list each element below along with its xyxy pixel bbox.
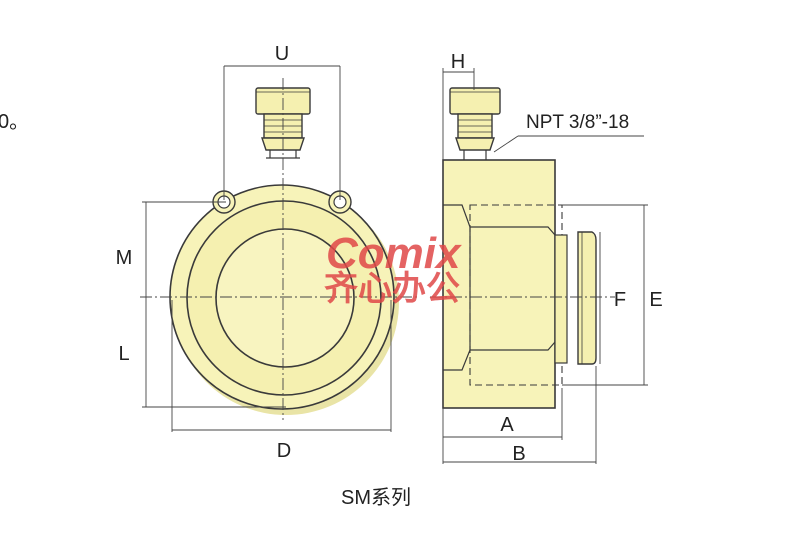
saddle-plate (577, 231, 597, 365)
piston-circle (215, 228, 355, 368)
dimension-U: U (223, 43, 341, 200)
mount-hole-right (328, 190, 352, 214)
dim-label-L: L (118, 343, 129, 365)
side-view (430, 87, 615, 409)
dim-label-M: M (116, 247, 133, 269)
dim-label-D: D (277, 440, 291, 462)
dimension-F-E: F E (562, 204, 663, 386)
dimension-H: H (442, 51, 475, 160)
dimension-M-L: M L (116, 201, 286, 408)
watermark-logo: Comix 齐心办公 (324, 229, 462, 308)
thread-callout: NPT 3/8”-18 (493, 112, 644, 153)
watermark-subtext: 齐心办公 (324, 270, 460, 308)
dimension-A-B: A B (442, 366, 597, 465)
dim-label-F: F (614, 289, 626, 311)
left-text-fragment: 0。 (0, 111, 29, 133)
front-view (140, 78, 420, 420)
dim-label-H: H (451, 51, 465, 73)
figure-caption: SM系列 (341, 486, 411, 509)
dim-label-U: U (275, 43, 289, 65)
thread-spec-label: NPT 3/8”-18 (526, 112, 629, 133)
coupler-fitting-side (449, 87, 501, 160)
dim-label-A: A (500, 414, 514, 436)
dimension-D: D (171, 300, 392, 462)
side-body (442, 159, 556, 409)
dim-label-B: B (512, 443, 525, 465)
watermark-brand: Comix (326, 229, 462, 278)
dim-label-E: E (649, 289, 662, 311)
